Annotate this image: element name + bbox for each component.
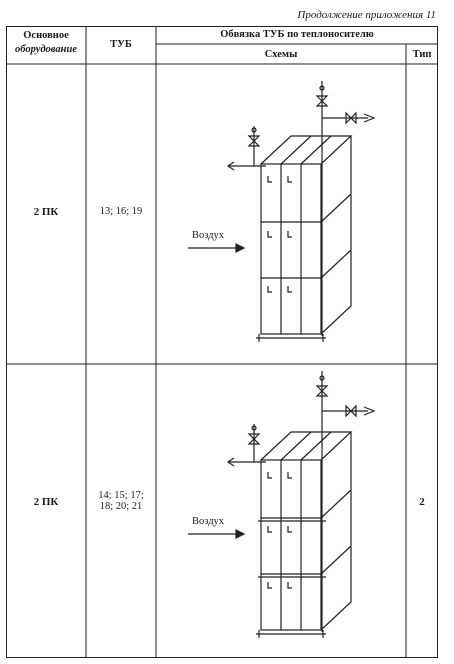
header-binding: Обвязка ТУБ по теплоносителю [220,29,374,40]
header-equipment-line2: оборудование [14,44,77,55]
page-caption: Продолжение приложения 11 [297,9,436,21]
scheme-1-air-label: Воздух [192,230,225,241]
header-equipment-line1: Основное [23,30,69,41]
header-tub: ТУБ [110,39,132,50]
row2-tub: 14; 15; 17; 18; 20; 21 [86,490,156,512]
row2-tub-line2: 18; 20; 21 [99,501,143,512]
header-type: Тип [412,49,432,60]
row2-tub-line1: 14; 15; 17; [98,490,144,501]
row1-tub: 13; 16; 19 [99,206,143,217]
row2-type: 2 [419,496,425,508]
row2-equipment: 2 ПК [33,496,59,508]
scheme-2-air-label: Воздух [192,516,225,527]
scheme-1-diagram [188,81,376,342]
row1-equipment: 2 ПК [33,206,59,218]
scheme-2-diagram [188,371,376,638]
header-equipment: Основное оборудование [6,30,86,55]
appendix-table: Основное оборудование ТУБ Обвязка ТУБ по… [6,26,438,658]
table-grid-lines [6,26,438,658]
header-schemes: Схемы [264,49,298,60]
